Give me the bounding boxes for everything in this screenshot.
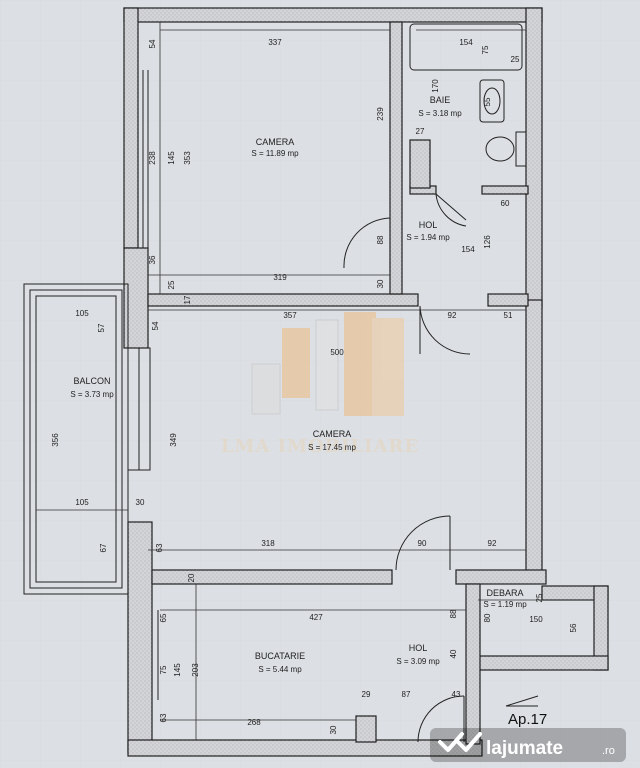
walls [123, 7, 609, 757]
brand-name: lajumate [486, 738, 563, 759]
dimension-label: 67 [99, 543, 108, 552]
apartment-tag: Ap.17 [505, 695, 547, 728]
room-name: CAMERA [256, 137, 295, 147]
room-area: S = 11.89 mp [251, 149, 299, 158]
dimension-label: 154 [461, 245, 475, 254]
dimension-label: 88 [449, 609, 458, 618]
dimension-label: 90 [418, 539, 427, 548]
room-name: BALCON [73, 376, 110, 386]
dimension-label: 63 [155, 543, 164, 552]
dimension-label: 25 [535, 593, 544, 602]
dimension-label: 349 [169, 433, 178, 447]
dimension-label: 145 [167, 151, 176, 165]
room-name: BAIE [430, 95, 451, 105]
dimension-label: 40 [449, 649, 458, 658]
room-name: HOL [419, 220, 438, 230]
dimension-label: 36 [148, 255, 157, 264]
dimension-label: 65 [159, 613, 168, 622]
dimension-label: 25 [511, 55, 520, 64]
dimension-label: 337 [268, 38, 282, 47]
room-area: S = 5.44 mp [258, 665, 302, 674]
dimension-label: 105 [75, 309, 89, 318]
dimension-label: 54 [151, 321, 160, 330]
room-name: CAMERA [313, 429, 352, 439]
dimension-label: 268 [247, 718, 261, 727]
dimension-label: 170 [431, 79, 440, 93]
dimension-label: 150 [529, 615, 543, 624]
dimension-label: 319 [273, 273, 287, 282]
dimension-label: 63 [159, 713, 168, 722]
room-name: HOL [409, 643, 428, 653]
room-name: DEBARA [486, 588, 523, 598]
dimension-label: 356 [51, 433, 60, 447]
dimension-label: 500 [330, 348, 344, 357]
dimension-label: 27 [416, 127, 425, 136]
brand-logo: lajumate .ro [430, 728, 626, 762]
toilet [485, 131, 527, 167]
dimension-label: 238 [148, 151, 157, 165]
room-area: S = 3.18 mp [418, 109, 462, 118]
dimension-label: 145 [173, 663, 182, 677]
dimension-label: 30 [376, 279, 385, 288]
dimension-label: 75 [481, 45, 490, 54]
dimension-label: 92 [488, 539, 497, 548]
dimension-label: 60 [501, 199, 510, 208]
dimension-label: 17 [183, 295, 192, 304]
room-area: S = 17.45 mp [308, 443, 356, 452]
dimension-label: 29 [362, 690, 371, 699]
dimension-label: 357 [283, 311, 297, 320]
dimension-label: 427 [309, 613, 323, 622]
inner-lines [36, 22, 594, 740]
room-labels: CAMERA S = 11.89 mp BAIE S = 3.18 mp HOL… [70, 95, 527, 674]
room-name: BUCATARIE [255, 651, 305, 661]
dimension-label: 56 [569, 623, 578, 632]
sink [479, 79, 505, 123]
dimension-label: 87 [402, 690, 411, 699]
doors [343, 193, 471, 743]
watermark: LMA IMOBILIARE [221, 312, 419, 457]
dimension-label: 203 [191, 663, 200, 677]
dimension-label: 154 [459, 38, 473, 47]
room-area: S = 3.73 mp [70, 390, 114, 399]
dimension-label: 318 [261, 539, 275, 548]
dimension-label: 51 [504, 311, 513, 320]
dimension-label: 92 [448, 311, 457, 320]
room-area: S = 3.09 mp [396, 657, 440, 666]
dimension-label: 80 [483, 613, 492, 622]
window-top-left [137, 70, 149, 248]
dimension-label: 57 [97, 323, 106, 332]
dimension-label: 43 [452, 690, 461, 699]
dimension-label: 55 [483, 97, 492, 106]
dimension-label: 353 [183, 151, 192, 165]
dimension-label: 30 [136, 498, 145, 507]
window-kitchen [151, 610, 159, 700]
room-area: S = 1.19 mp [483, 600, 527, 609]
dimension-label: 126 [483, 235, 492, 249]
dimension-label: 88 [376, 235, 385, 244]
dimension-label: 239 [376, 107, 385, 121]
dimension-label: 30 [329, 725, 338, 734]
watermark-text: LMA IMOBILIARE [221, 436, 419, 457]
room-area: S = 1.94 mp [406, 233, 450, 242]
apartment-label: Ap.17 [508, 711, 547, 728]
dimension-label: 25 [167, 280, 176, 289]
dimension-label: 105 [75, 498, 89, 507]
dimension-label: 54 [148, 39, 157, 48]
balcony [23, 283, 129, 595]
dimension-label: 20 [187, 573, 196, 582]
brand-suffix: .ro [602, 745, 615, 757]
dimension-label: 75 [159, 665, 168, 674]
dimension-labels: 54 337 154 75 25 170 55 239 27 238 145 3… [51, 38, 578, 734]
bathtub [409, 23, 523, 71]
